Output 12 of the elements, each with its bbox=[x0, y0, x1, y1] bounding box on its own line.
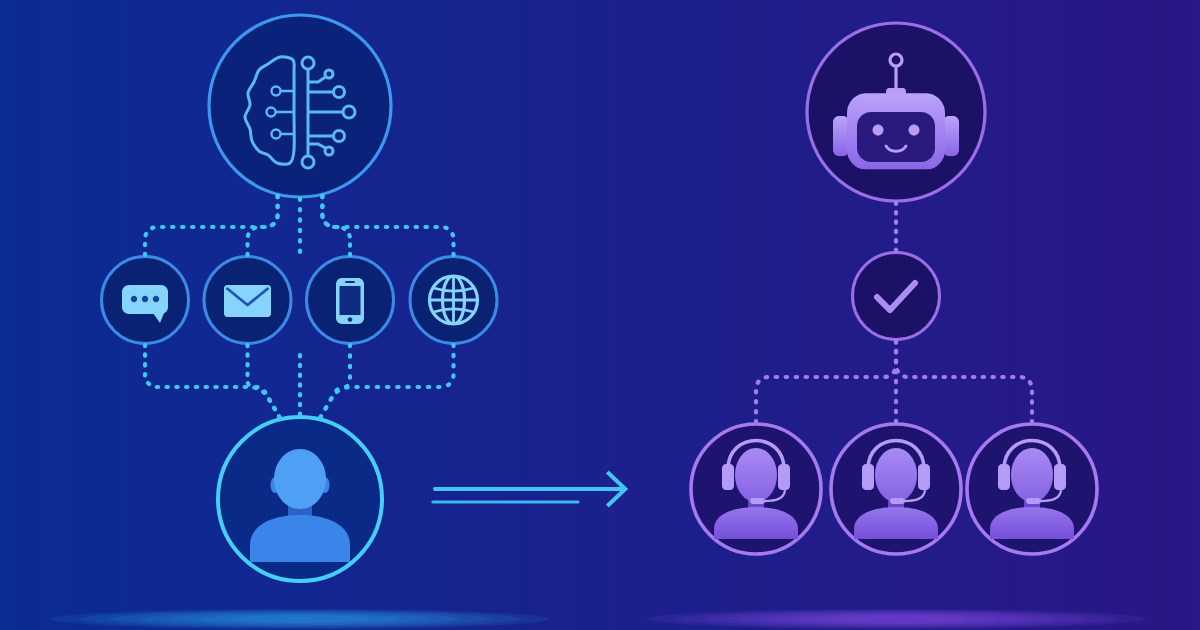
arrow bbox=[433, 470, 629, 508]
dotted-line bbox=[893, 200, 899, 254]
dotted-line bbox=[318, 342, 456, 420]
dotted-line bbox=[320, 193, 456, 258]
dotted-line bbox=[245, 342, 282, 420]
brain-circle bbox=[207, 13, 393, 199]
dotted-line bbox=[297, 352, 303, 418]
channel-circle bbox=[408, 255, 499, 345]
dotted-line bbox=[893, 338, 1035, 425]
dotted-line bbox=[297, 196, 303, 255]
check-circle bbox=[851, 251, 941, 341]
dotted-line bbox=[245, 193, 280, 258]
